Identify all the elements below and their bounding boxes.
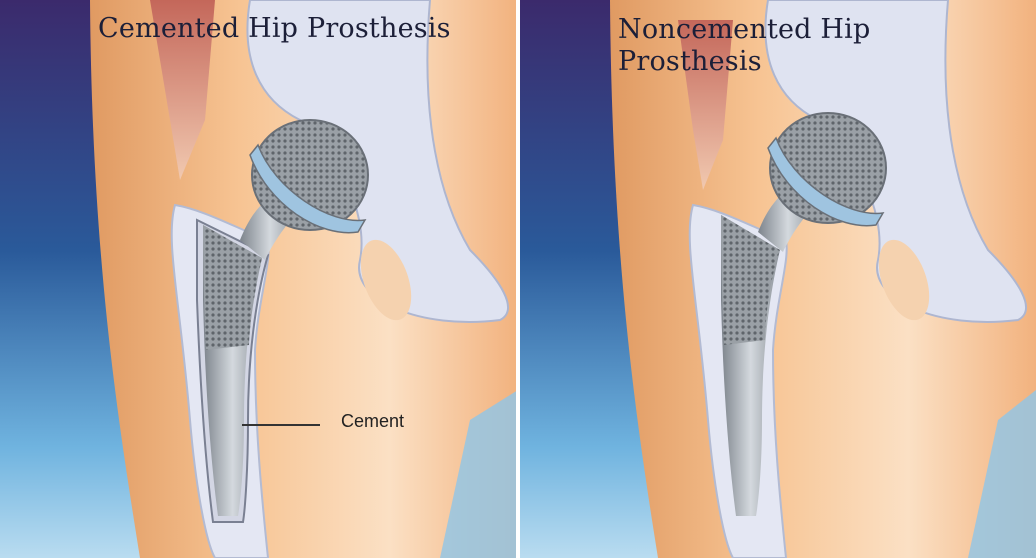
panel-title: Cemented Hip Prosthesis [98, 13, 451, 45]
panel-divider [516, 0, 520, 558]
cemented-panel: Cemented Hip Prosthesis Cement [0, 0, 518, 558]
noncemented-panel: Noncemented Hip Prosthesis [518, 0, 1036, 558]
panel-title: Noncemented Hip Prosthesis [618, 14, 918, 78]
noncemented-illustration [518, 0, 1036, 558]
cemented-illustration [0, 0, 518, 558]
callout-label: Cement [341, 411, 404, 432]
